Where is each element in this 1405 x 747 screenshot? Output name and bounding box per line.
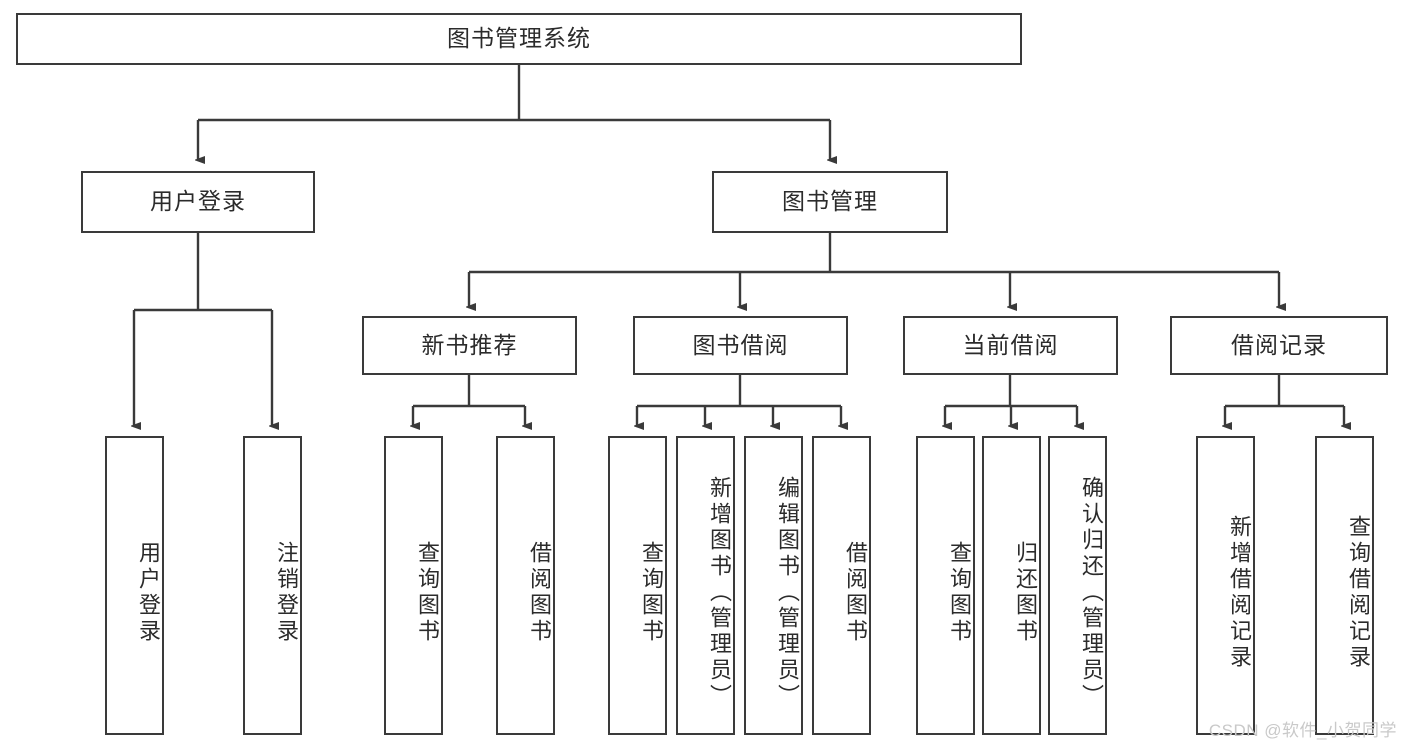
node-leaf-edit-book[interactable]: 编辑图书（管理员） [744,436,803,735]
node-book-management[interactable]: 图书管理 [712,171,948,233]
node-leaf-borrow-book-2[interactable]: 借阅图书 [812,436,871,735]
node-label: 确认归还（管理员） [1079,475,1104,710]
node-label: 查询图书 [947,540,972,645]
node-current-borrow[interactable]: 当前借阅 [903,316,1118,375]
node-leaf-query-book-2[interactable]: 查询图书 [608,436,667,735]
node-new-book-recommend[interactable]: 新书推荐 [362,316,577,375]
node-label: 查询借阅记录 [1346,514,1371,671]
node-label: 注销登录 [274,540,299,645]
node-leaf-return-book[interactable]: 归还图书 [982,436,1041,735]
node-label: 编辑图书（管理员） [775,475,800,710]
node-label: 新书推荐 [421,331,518,358]
node-leaf-query-record[interactable]: 查询借阅记录 [1315,436,1374,735]
node-label: 图书管理 [782,188,878,215]
node-leaf-add-book[interactable]: 新增图书（管理员） [676,436,735,735]
node-leaf-logout-login[interactable]: 注销登录 [243,436,302,735]
node-label: 查询图书 [639,540,664,645]
node-label: 借阅图书 [843,540,868,645]
node-label: 当前借阅 [962,331,1059,358]
node-label: 新增图书（管理员） [707,475,732,710]
node-leaf-confirm-return[interactable]: 确认归还（管理员） [1048,436,1107,735]
node-book-borrow[interactable]: 图书借阅 [633,316,848,375]
node-label: 借阅图书 [527,540,552,645]
node-leaf-query-book-3[interactable]: 查询图书 [916,436,975,735]
node-label: 新增借阅记录 [1227,514,1252,671]
node-label: 图书借阅 [692,331,789,358]
node-label: 用户登录 [136,540,161,645]
node-label: 图书管理系统 [447,25,591,52]
node-leaf-add-record[interactable]: 新增借阅记录 [1196,436,1255,735]
node-label: 借阅记录 [1231,331,1327,358]
node-leaf-borrow-book-1[interactable]: 借阅图书 [496,436,555,735]
node-user-login[interactable]: 用户登录 [81,171,315,233]
node-leaf-query-book-1[interactable]: 查询图书 [384,436,443,735]
node-book-management-system[interactable]: 图书管理系统 [16,13,1022,65]
node-label: 用户登录 [150,188,246,215]
node-leaf-user-login[interactable]: 用户登录 [105,436,164,735]
node-borrow-record[interactable]: 借阅记录 [1170,316,1388,375]
csdn-watermark: CSDN @软件_小贺同学 [1208,721,1397,740]
node-label: 查询图书 [415,540,440,645]
node-label: 归还图书 [1013,540,1038,645]
